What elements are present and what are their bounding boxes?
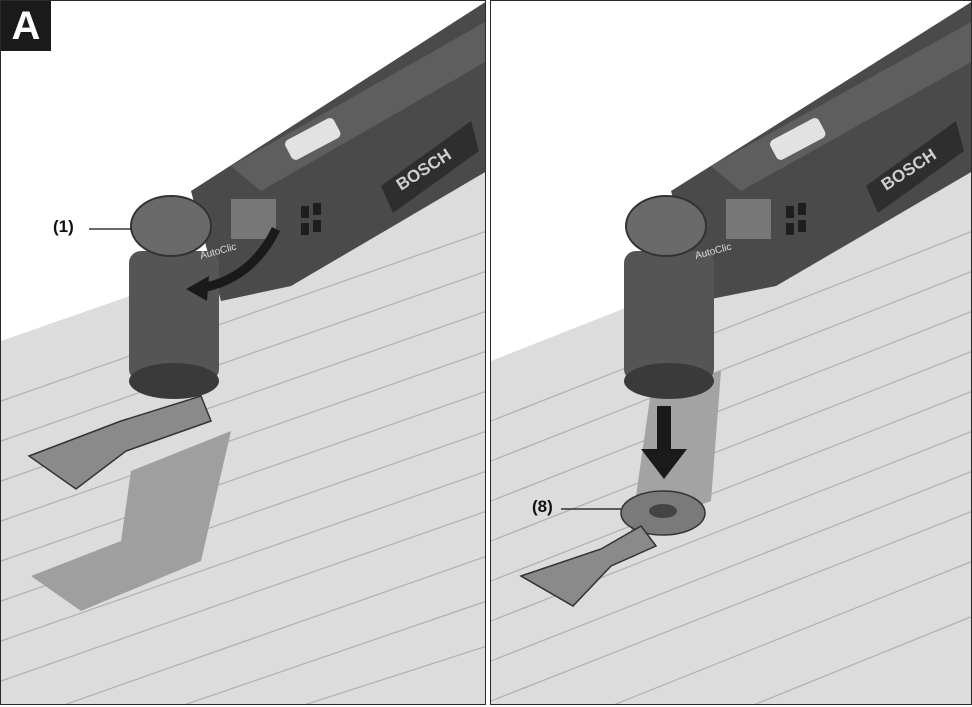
autoclic-lever — [625, 195, 707, 257]
blade-mount-hole — [649, 504, 677, 518]
right-tool-illustration: BOSCH AutoClic — [491, 2, 971, 704]
brand-panel — [381, 121, 479, 213]
left-tool-illustration: BOSCH AutoClic — [1, 2, 485, 704]
saw-blade — [519, 525, 658, 607]
brand-panel — [866, 121, 964, 213]
tool-head — [624, 251, 714, 381]
vent-slots — [786, 203, 806, 235]
lever-spring — [231, 199, 276, 239]
illustration-panel-left: BOSCH AutoClic A (1) — [0, 0, 486, 705]
head-base — [624, 363, 714, 399]
tool-head — [129, 251, 219, 381]
figure-badge: A — [1, 1, 51, 51]
tool-shadow — [31, 431, 231, 611]
insert-arrow-shaft — [657, 406, 671, 451]
vent-slots — [301, 203, 321, 235]
insert-arrow-head — [641, 449, 687, 479]
illustration-panel-right: BOSCH AutoClic (8) — [490, 0, 972, 705]
head-base — [129, 363, 219, 399]
wood-grain — [1, 231, 485, 704]
lever-spring — [726, 199, 771, 239]
callout-1-label: (1) — [53, 217, 74, 236]
callout-8-label: (8) — [532, 497, 553, 516]
arrow-head — [186, 276, 209, 301]
autoclic-lever — [130, 195, 212, 257]
power-switch — [285, 118, 341, 160]
work-surface — [491, 171, 971, 704]
saw-blade — [27, 395, 212, 490]
power-switch — [770, 118, 826, 160]
